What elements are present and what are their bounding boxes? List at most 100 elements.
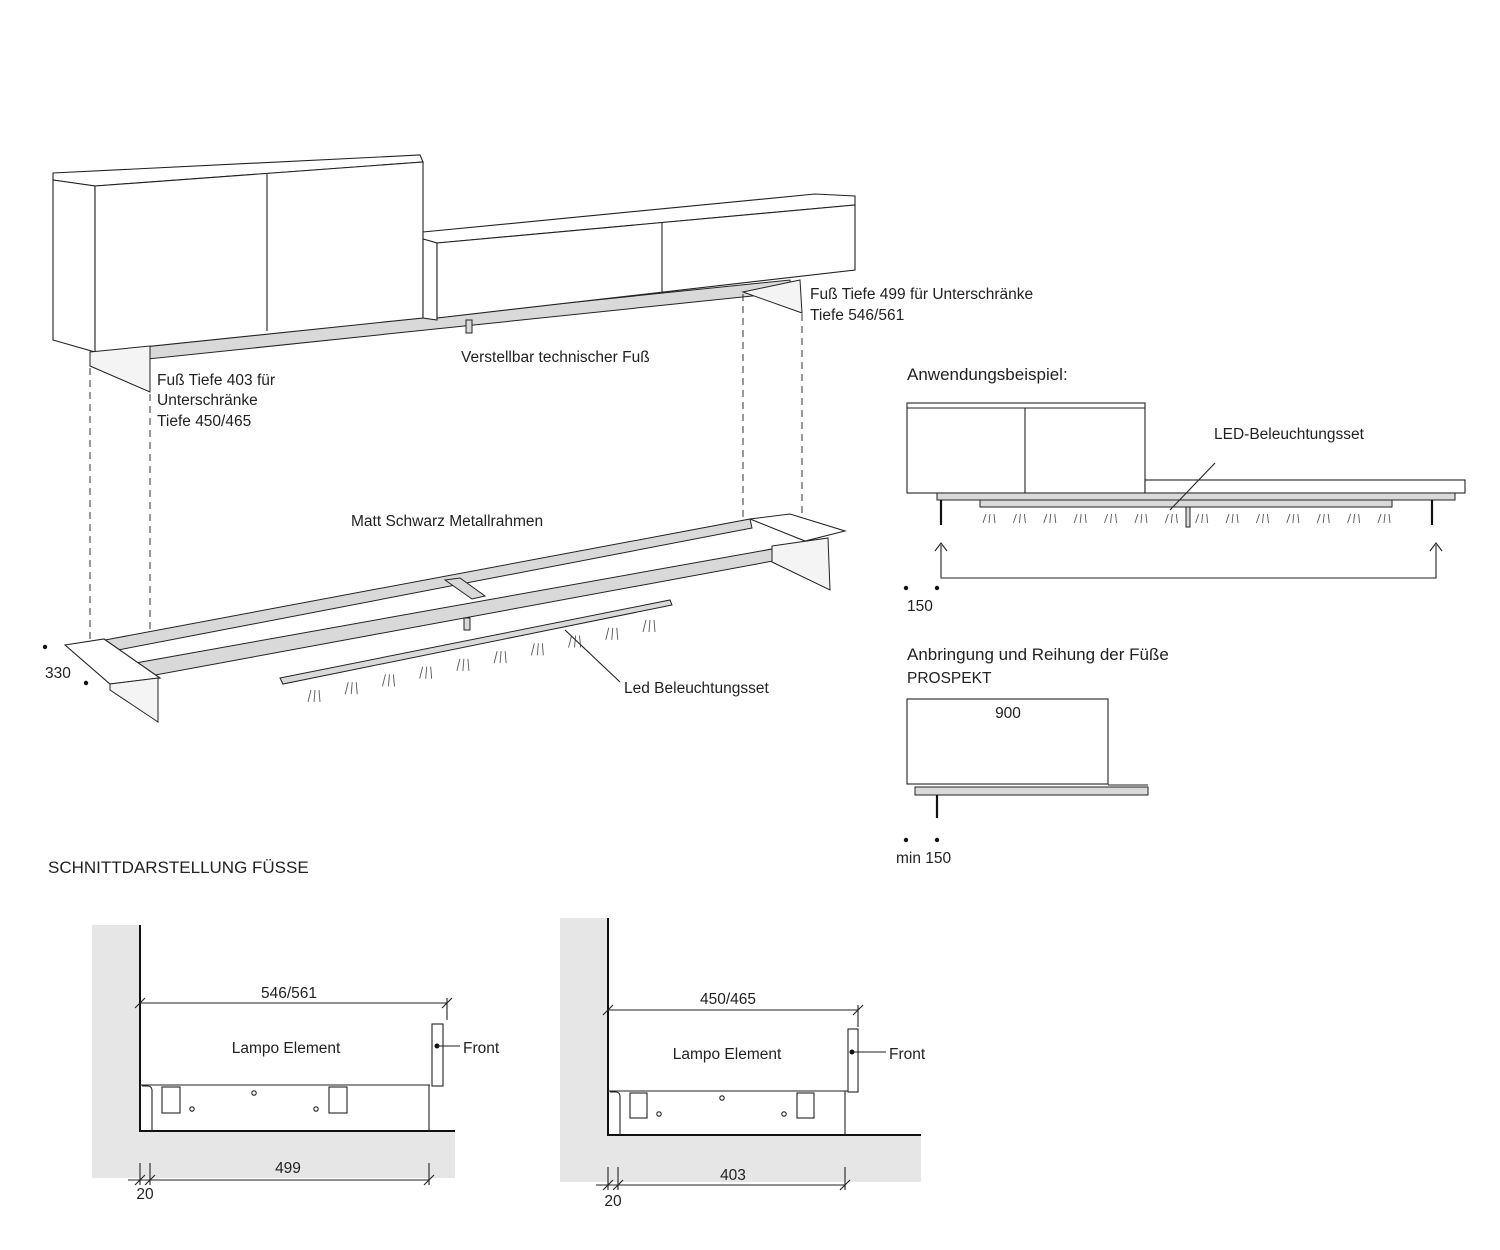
light-ray: [1049, 513, 1052, 524]
mounting-cabinet: [906, 698, 1109, 785]
light-ray: [382, 674, 386, 687]
example-title: Anwendungsbeispiel:: [907, 365, 1068, 384]
foot-499-label-1: Fuß Tiefe 499 für Unterschränke: [810, 286, 1033, 303]
mounting-title: Anbringung und Reihung der Füße: [907, 645, 1169, 664]
metal-frame: [42, 513, 848, 723]
light-ray: [499, 651, 502, 664]
light-ray: [1043, 513, 1048, 524]
light-ray: [1377, 513, 1382, 524]
front-label: Front: [889, 1046, 926, 1063]
tall-cabinet-front: [94, 161, 424, 353]
example-led-label: LED-Beleuchtungsset: [1214, 426, 1365, 443]
light-ray: [1175, 513, 1178, 524]
light-ray: [611, 627, 614, 640]
depth-dim: 450/465: [700, 991, 756, 1008]
light-ray: [1262, 513, 1264, 524]
low-cabinet-side: [422, 238, 438, 321]
example-cabinet: [906, 402, 1146, 494]
light-ray: [1358, 513, 1361, 524]
light-ray: [392, 674, 395, 687]
frame-adjustable-foot: [463, 617, 471, 631]
light-ray: [1145, 513, 1148, 524]
light-ray: [1206, 513, 1209, 524]
light-ray: [313, 689, 316, 703]
light-ray: [1267, 513, 1269, 524]
depth-dim: 546/561: [261, 985, 317, 1002]
led-leader: [564, 629, 621, 683]
low-cabinet-front: [436, 204, 856, 319]
example-led-bar: [979, 499, 1393, 508]
light-ray: [568, 635, 572, 648]
frame-plate-left: [63, 638, 162, 685]
light-ray: [1084, 513, 1087, 524]
light-ray: [350, 682, 353, 695]
light-ray: [530, 643, 535, 656]
foot-499-label-2: Tiefe 546/561: [810, 307, 904, 324]
light-ray: [574, 635, 577, 648]
example-dim: 150: [907, 598, 933, 615]
light-ray: [1164, 513, 1169, 524]
light-ray: [1286, 513, 1291, 524]
adjustable-foot: [465, 319, 473, 334]
frame-crossbar: [443, 577, 487, 600]
light-ray: [1104, 513, 1108, 524]
light-ray: [1347, 513, 1352, 524]
light-ray: [1115, 513, 1117, 524]
mounting-width: 900: [995, 705, 1021, 722]
light-ray: [425, 666, 428, 679]
mounting-plinth: [914, 786, 1149, 796]
led-label: Led Beleuchtungsset: [624, 680, 769, 697]
light-ray: [1170, 513, 1173, 524]
glass-foot-frame-left: [109, 677, 159, 723]
foot-403-label-1: Fuß Tiefe 403 für: [157, 372, 275, 389]
light-ray: [579, 635, 582, 648]
light-ray: [1110, 513, 1112, 524]
example-light-rays: [982, 513, 1391, 524]
gap-dim: 20: [136, 1186, 154, 1203]
light-ray: [1018, 513, 1021, 524]
light-ray: [1388, 513, 1391, 524]
sideboard-assembly: [52, 154, 856, 642]
light-ray: [456, 658, 461, 671]
light-ray: [1327, 513, 1330, 524]
light-ray: [462, 658, 465, 671]
adjustable-foot-label: Verstellbar technischer Fuß: [461, 349, 650, 366]
element-label: Lampo Element: [673, 1046, 782, 1063]
example-plinth: [936, 492, 1456, 501]
section-left: 546/561 Lampo Element Front 499 20: [92, 925, 500, 1203]
light-ray: [1134, 513, 1139, 524]
mounting-drawing: Anbringung und Reihung der Füße PROSPEKT…: [896, 645, 1169, 867]
light-ray: [1231, 513, 1234, 524]
glass-foot-left: [89, 345, 151, 393]
front-label: Front: [463, 1040, 500, 1057]
light-ray: [1195, 513, 1200, 524]
light-ray: [419, 666, 424, 679]
mounting-subtitle: PROSPEKT: [907, 670, 992, 687]
frame-rail-front: [128, 543, 801, 677]
light-ray: [1023, 513, 1026, 524]
light-ray: [1256, 513, 1260, 524]
mounting-dim: min 150: [896, 850, 952, 867]
element-label: Lampo Element: [232, 1040, 341, 1057]
light-ray: [318, 689, 321, 703]
light-ray: [1079, 513, 1082, 524]
light-ray: [1322, 513, 1325, 524]
light-ray: [1012, 513, 1017, 524]
glass-foot-frame-right: [771, 537, 831, 591]
section-right: 450/465 Lampo Element Front 403 20: [560, 918, 926, 1210]
example-drawing: Anwendungsbeispiel: LED-Beleuchtungsset …: [903, 365, 1466, 615]
light-ray: [642, 619, 647, 633]
tall-cabinet-side: [52, 179, 96, 353]
light-ray: [993, 513, 996, 524]
light-ray: [541, 643, 544, 656]
light-rays: [307, 619, 656, 703]
light-ray: [504, 651, 507, 664]
light-ray: [1225, 513, 1230, 524]
section-title: SCHNITTDARSTELLUNG FÜSSE: [48, 858, 309, 877]
light-ray: [616, 627, 619, 640]
light-ray: [648, 619, 651, 633]
front-panel: [847, 1028, 859, 1093]
light-ray: [1140, 513, 1143, 524]
dim-330: 330: [45, 665, 71, 682]
